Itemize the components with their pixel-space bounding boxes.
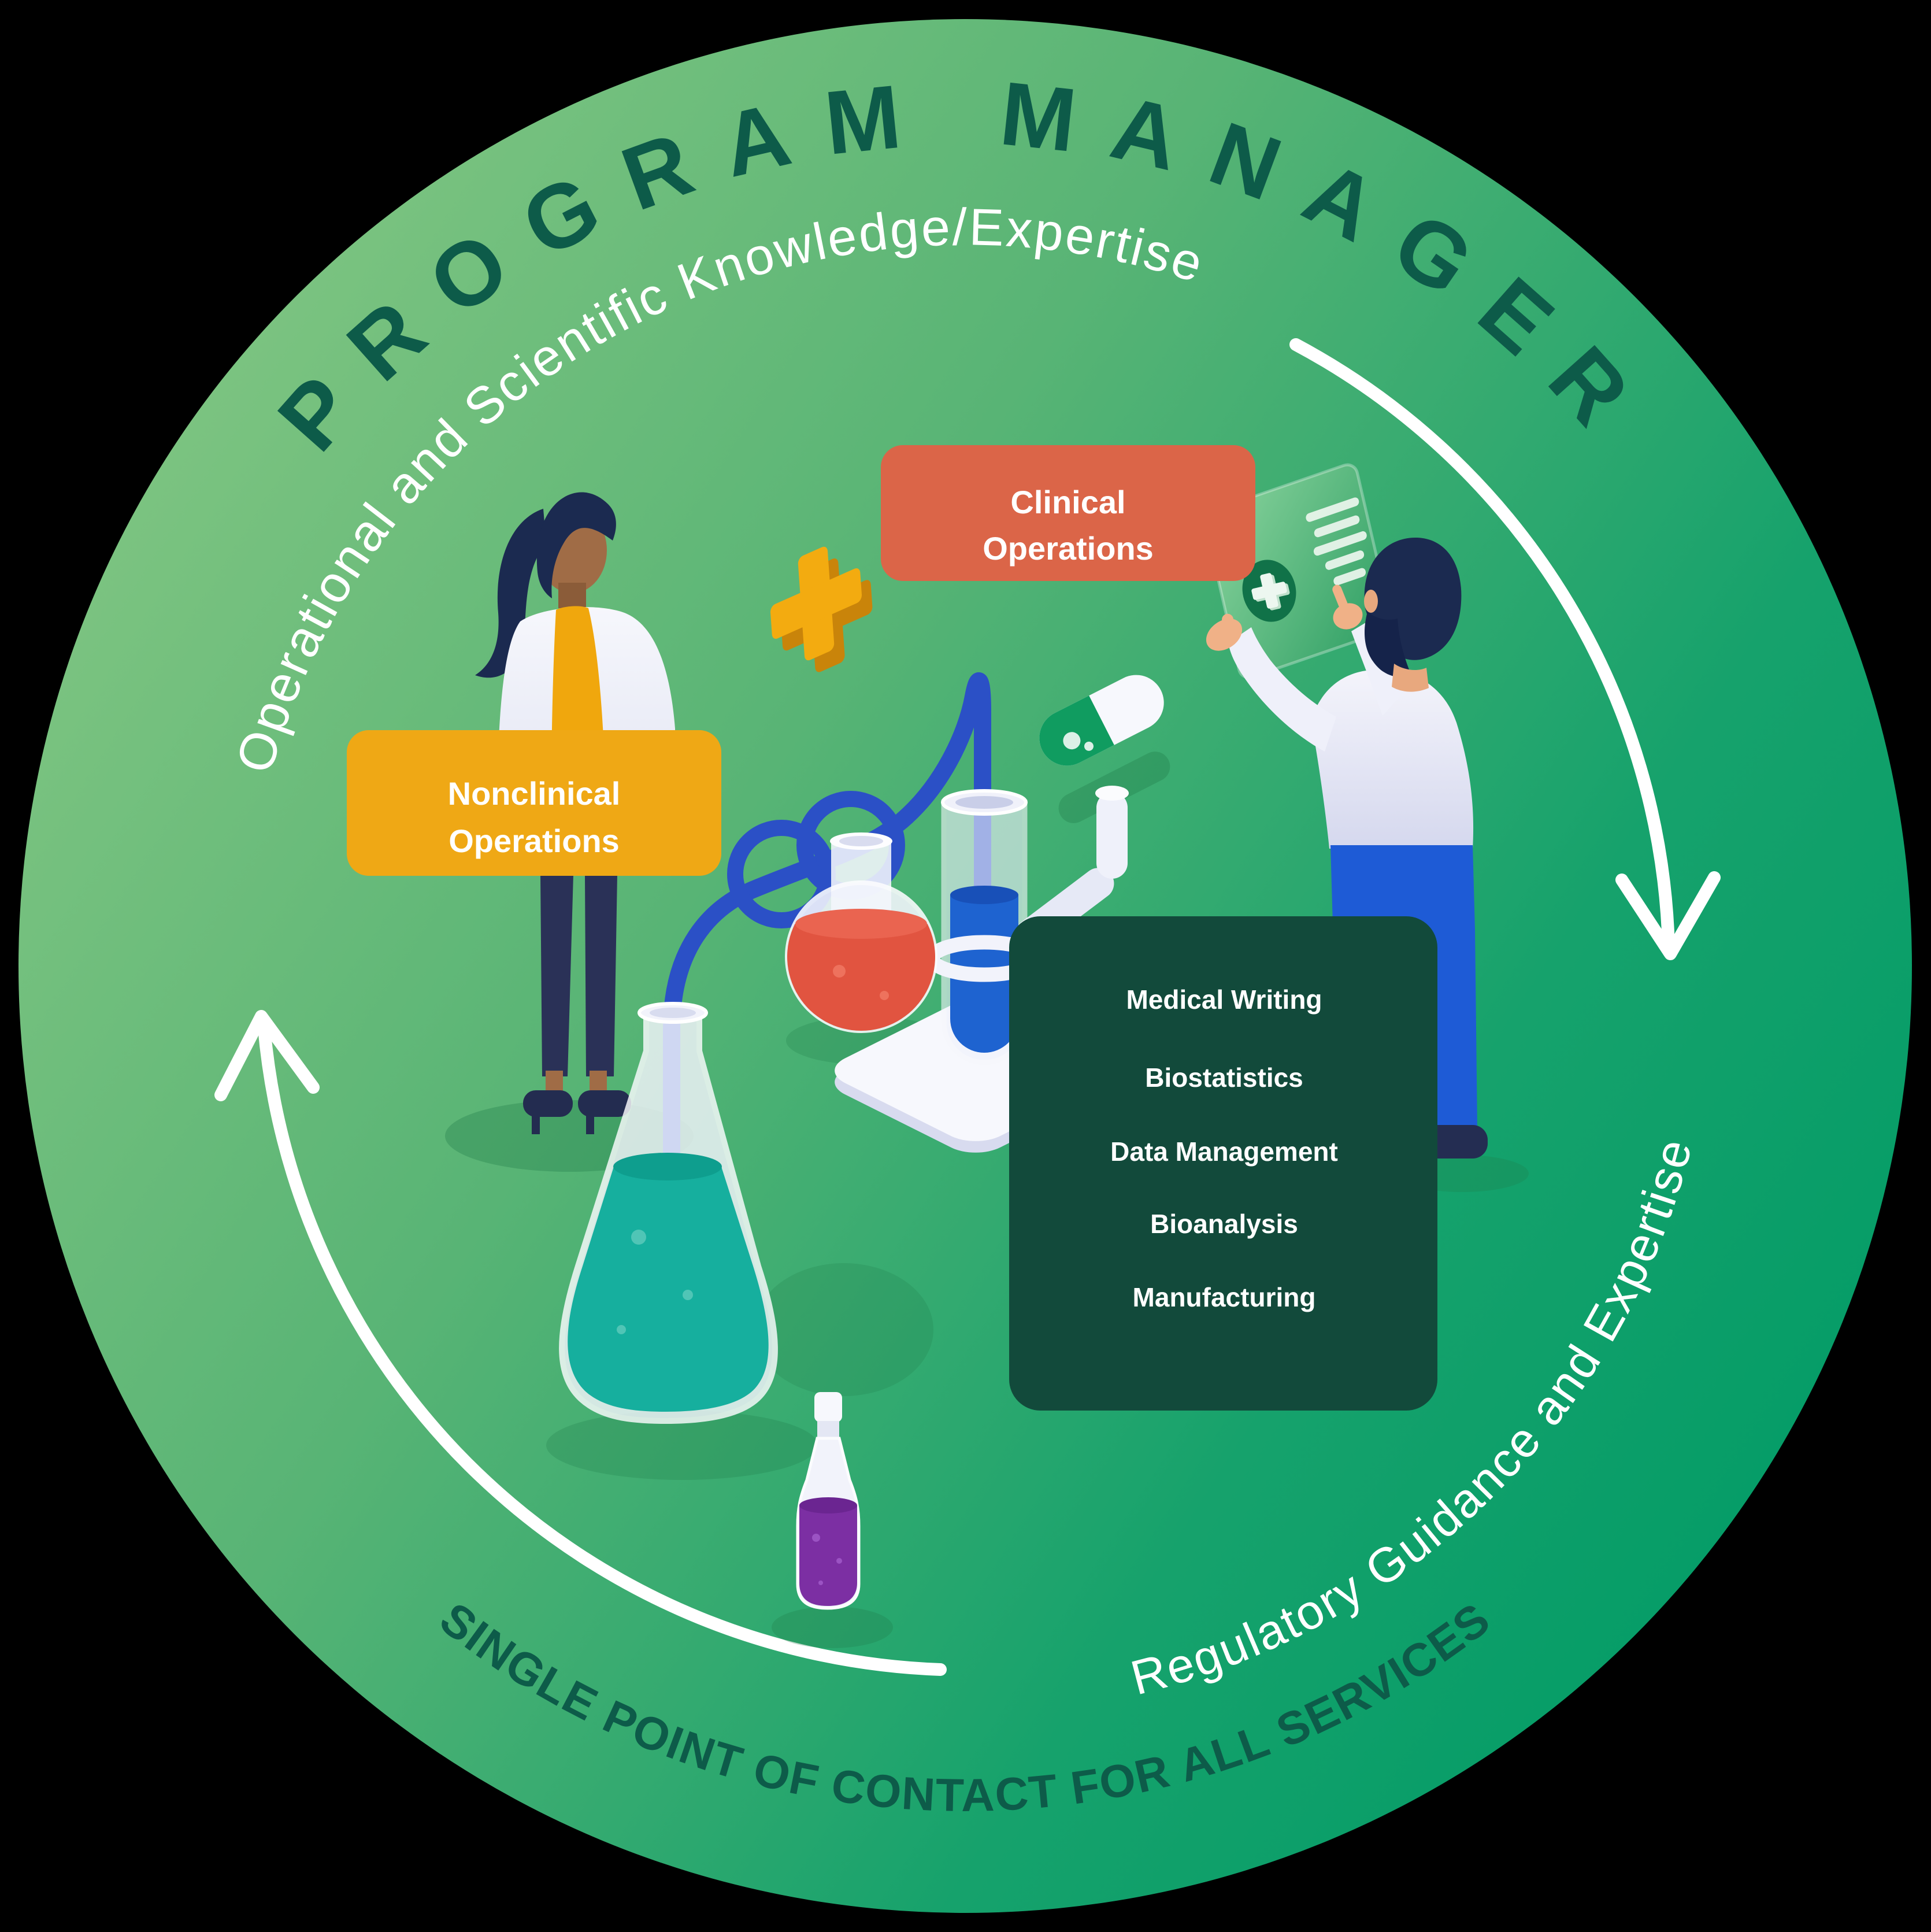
man-cheek (1364, 590, 1378, 613)
arrow-right-icon (1289, 338, 1721, 960)
capsule-green-half (1039, 695, 1114, 766)
erlenmeyer-liquid (568, 1167, 769, 1412)
nonclinical-operations-box: Nonclinical Operations (347, 730, 721, 876)
woman-heel-left (532, 1115, 540, 1134)
clinical-operations-box: Clinical Operations (881, 445, 1255, 581)
spray-bottle (796, 1392, 861, 1610)
erlenmeyer-shadow (546, 1411, 818, 1480)
arrow-left-icon (214, 1010, 947, 1676)
erlenmeyer-liquid-surface (613, 1153, 722, 1180)
woman-leg-right (585, 875, 617, 1076)
man-shirt (1311, 669, 1474, 849)
round-flask-liquid-surface (795, 909, 927, 939)
round-flask-liquid (787, 924, 935, 1031)
woman-ponytail (475, 509, 546, 678)
woman-heel-right (586, 1115, 594, 1134)
test-tube (925, 789, 1044, 1065)
man-arm-left (1228, 627, 1336, 752)
lab-scene: Clinical Operations Nonclinical Operatio… (347, 445, 1529, 1648)
woman-shoe-left (523, 1090, 573, 1117)
service-item-bioanalysis: Bioanalysis (1150, 1209, 1298, 1239)
bottle-cap (814, 1392, 842, 1422)
chart-lines-icon (1306, 497, 1367, 586)
nonclinical-line1: Nonclinical (448, 775, 621, 812)
bottle-shadow (772, 1607, 893, 1648)
nonclinical-line2: Operations (449, 823, 620, 859)
man-pants (1330, 845, 1477, 1128)
woman-hair (536, 492, 616, 598)
woman-shoe-right (578, 1090, 631, 1117)
flask-cast-shadow (754, 1263, 933, 1396)
service-item-data-management: Data Management (1110, 1137, 1338, 1167)
clinical-line2: Operations (983, 530, 1154, 567)
man-hand-left (1206, 613, 1243, 651)
plus-icon (770, 546, 873, 672)
erlenmeyer-flask (559, 1002, 778, 1424)
man-beard (1364, 612, 1411, 678)
clinical-line1: Clinical (1010, 484, 1125, 520)
woman-neck (558, 583, 586, 608)
medical-plus-badge-icon (1242, 560, 1296, 622)
service-item-biostatistics: Biostatistics (1145, 1063, 1303, 1093)
man-neck (1392, 664, 1429, 692)
test-tube-rim-inner (955, 796, 1013, 809)
service-item-medical-writing: Medical Writing (1126, 984, 1322, 1015)
capsule-icon (1039, 675, 1164, 766)
services-box: Medical Writing Biostatistics Data Manag… (1009, 916, 1437, 1411)
woman-leg-left (540, 875, 573, 1076)
man-hand-right (1332, 584, 1363, 630)
test-tube-liquid-surface (950, 886, 1018, 904)
service-item-manufacturing: Manufacturing (1133, 1282, 1316, 1312)
round-flask (785, 832, 937, 1033)
man-scientist (1204, 463, 1488, 1159)
man-shoe (1423, 1125, 1488, 1159)
bottle-liquid (799, 1505, 857, 1606)
